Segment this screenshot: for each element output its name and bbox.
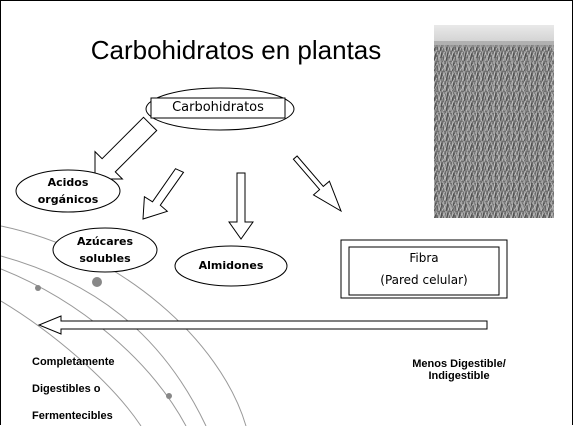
slide-title: Carbohidratos en plantas — [90, 35, 382, 65]
arrow-to-acidos — [94, 116, 158, 180]
azucares-line-1: Azúcares — [76, 235, 134, 248]
field-photo — [434, 25, 554, 218]
arrow-to-almidones — [228, 172, 254, 240]
azucares-ellipse — [52, 227, 158, 273]
root-box — [150, 97, 286, 119]
long-left-arrow — [37, 315, 488, 335]
decorative-dot-small — [166, 393, 172, 399]
acidos-label: Acidos orgánicos — [16, 174, 120, 208]
acidos-line-1: Acidos — [47, 176, 89, 189]
acidos-ellipse — [15, 169, 121, 213]
azucares-label: Azúcares solubles — [53, 233, 157, 267]
fibra-line-1: Fibra — [409, 251, 439, 265]
decorative-arcs — [1, 225, 247, 426]
decorative-dot-small — [35, 285, 41, 291]
fibra-line-2: (Pared celular) — [380, 273, 468, 287]
acidos-line-2: orgánicos — [37, 193, 99, 206]
right-line-1: Menos Digestible/ — [412, 358, 506, 370]
almidones-label: Almidones — [198, 259, 264, 272]
left-digestibility-label: Completamente Digestibles o Fermentecibl… — [32, 349, 115, 430]
right-line-2: Indigestible — [428, 370, 490, 382]
root-label: Carbohidratos — [172, 100, 264, 115]
arrow-to-azucares — [142, 168, 185, 220]
left-line-1: Completamente — [32, 356, 115, 368]
decorative-dot-large — [92, 277, 102, 287]
left-line-3: Fermentecibles — [32, 410, 113, 422]
fibra-label: Fibra (Pared celular) — [349, 247, 499, 291]
left-line-2: Digestibles o — [32, 383, 101, 395]
right-digestibility-label: Menos Digestible/ Indigestible — [381, 358, 537, 382]
almidones-ellipse — [174, 245, 288, 287]
fibra-inner-box — [348, 246, 500, 296]
arrow-to-fibra — [292, 155, 342, 213]
azucares-line-2: solubles — [79, 252, 131, 265]
